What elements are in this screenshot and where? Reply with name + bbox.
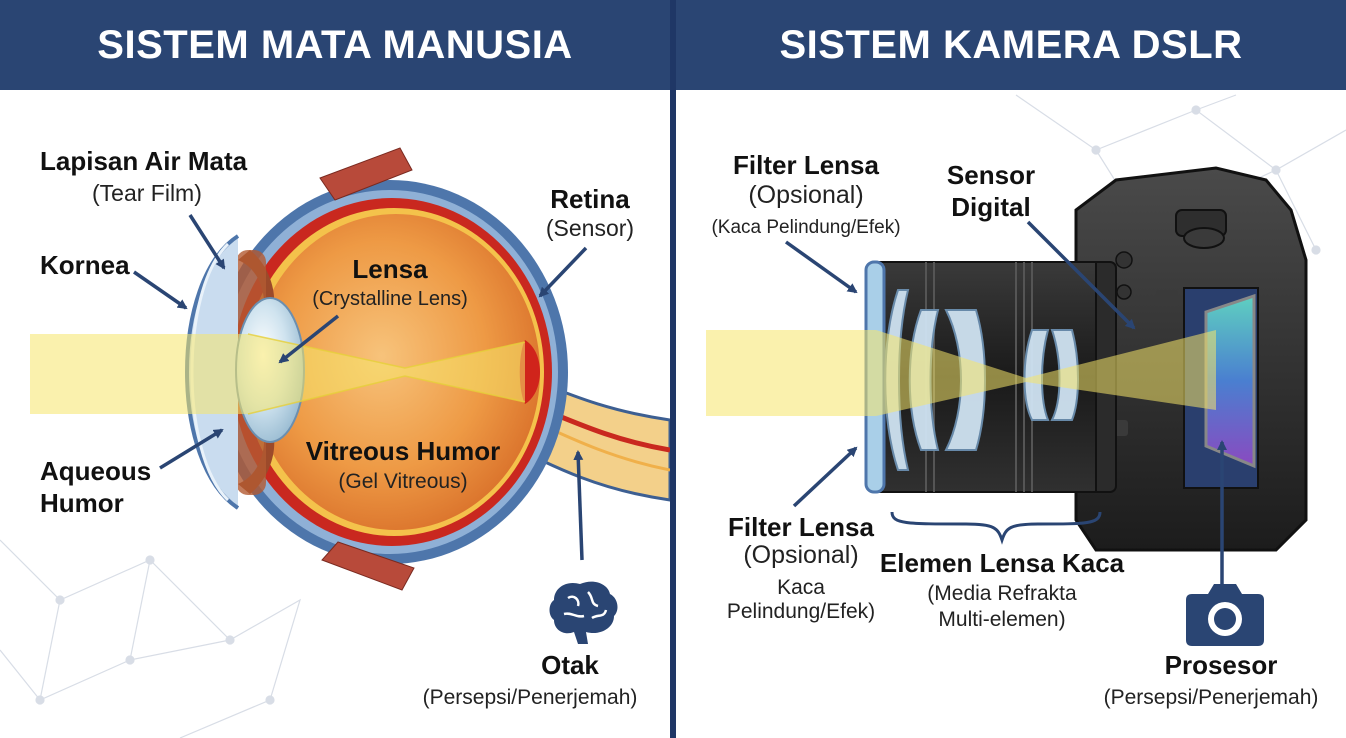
glass-elements-label: Elemen Lensa Kaca bbox=[879, 548, 1125, 578]
lens-label: Lensa bbox=[352, 254, 428, 284]
filter-top-desc-1: (Opsional) bbox=[748, 181, 864, 209]
mode-dial bbox=[1183, 227, 1225, 249]
cornea-label: Kornea bbox=[40, 250, 130, 280]
filter-bottom-desc-1: (Opsional) bbox=[743, 541, 859, 569]
processor-desc: (Persepsi/Penerjemah) bbox=[1103, 686, 1319, 709]
filter-bottom-label: Filter Lensa bbox=[728, 512, 874, 542]
sensor-label-1: Sensor bbox=[946, 160, 1036, 190]
eye-header: SISTEM MATA MANUSIA bbox=[0, 0, 670, 90]
lens-desc: (Crystalline Lens) bbox=[312, 288, 468, 310]
camera-header: SISTEM KAMERA DSLR bbox=[676, 0, 1346, 90]
network-decoration bbox=[0, 539, 302, 738]
tear-film-desc: (Tear Film) bbox=[92, 180, 202, 206]
camera-illustration bbox=[706, 94, 1346, 646]
eye-illustration bbox=[0, 147, 670, 738]
brain-desc: (Persepsi/Penerjemah) bbox=[422, 686, 638, 709]
glass-elements-desc-2: Multi-elemen) bbox=[938, 608, 1066, 631]
aqueous-label-1: Aqueous bbox=[40, 456, 152, 486]
panel-divider bbox=[670, 0, 676, 738]
vitreous-label: Vitreous Humor bbox=[305, 436, 501, 466]
muscle-top bbox=[319, 147, 413, 201]
callout-arrows bbox=[784, 220, 1227, 584]
light-beam bbox=[706, 330, 1216, 416]
processor-label: Prosesor bbox=[1164, 650, 1278, 680]
glass-elements-brace bbox=[890, 511, 1102, 545]
tear-film-label: Lapisan Air Mata bbox=[40, 146, 248, 176]
callout-arrows bbox=[133, 214, 588, 561]
retina-label: Retina bbox=[550, 184, 630, 214]
brain-icon bbox=[549, 581, 618, 644]
glass-elements-desc-1: (Media Refrakta bbox=[927, 582, 1077, 605]
camera-panel: SISTEM KAMERA DSLR Filter Lensa (Opsiona… bbox=[676, 0, 1346, 738]
brain-label: Otak bbox=[541, 650, 599, 680]
eye-title: SISTEM MATA MANUSIA bbox=[97, 22, 573, 67]
light-beam bbox=[30, 334, 525, 414]
filter-bottom-desc-3: Pelindung/Efek) bbox=[726, 600, 876, 623]
filter-top-desc-2: (Kaca Pelindung/Efek) bbox=[711, 217, 901, 238]
sensor-label-2: Digital bbox=[951, 192, 1031, 222]
vitreous-desc: (Gel Vitreous) bbox=[338, 470, 468, 493]
camera-icon bbox=[1186, 584, 1264, 646]
filter-top-label: Filter Lensa bbox=[733, 150, 879, 180]
muscle-bottom bbox=[321, 541, 415, 591]
filter-bottom-desc-2: Kaca bbox=[777, 576, 825, 599]
camera-title: SISTEM KAMERA DSLR bbox=[779, 22, 1243, 67]
aqueous-label-2: Humor bbox=[40, 488, 124, 518]
retina-desc: (Sensor) bbox=[545, 215, 635, 241]
eye-panel: SISTEM MATA MANUSIA Lapisan Air Mata (Te… bbox=[0, 0, 670, 738]
